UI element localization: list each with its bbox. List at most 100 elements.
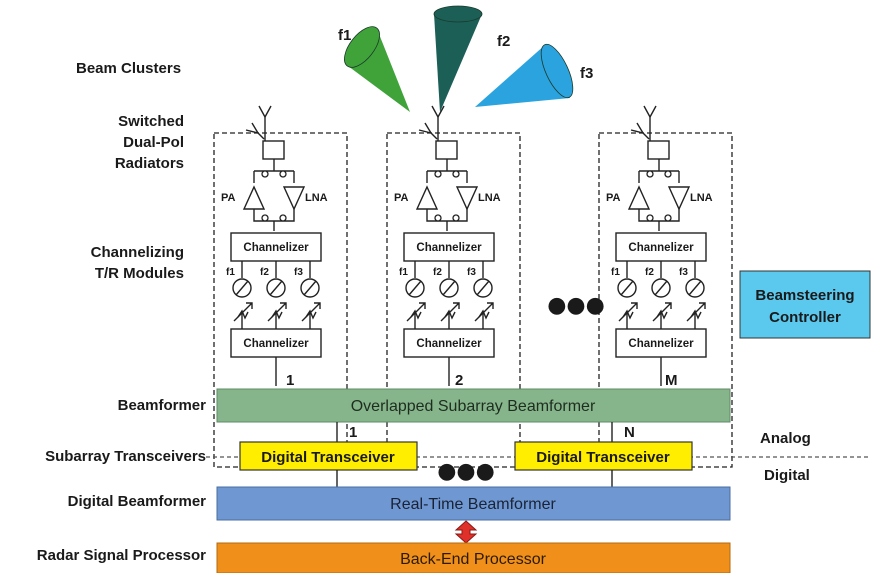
label-tr-modules-line2: T/R Modules [95, 265, 184, 282]
tr-module-1: PA LNA Channelizer f1 f2 f3 Channelizer [213, 105, 348, 468]
beamformer-to-transceiver-wires [336, 422, 613, 442]
pol-switch-box [435, 140, 458, 160]
channelizer-top-label: Channelizer [628, 242, 694, 254]
channelizer-top-label: Channelizer [416, 242, 482, 254]
switch-node [664, 214, 672, 222]
label-tr-modules-line1: Channelizing [91, 244, 184, 261]
label-radiators-line3: Radiators [115, 155, 184, 172]
module-index-1: 1 [286, 372, 294, 389]
switch-node [279, 170, 287, 178]
channelizer-top [615, 232, 707, 262]
pa-amplifier-icon [627, 185, 651, 210]
phase-shifter-f3-icon [300, 278, 320, 298]
digital-transceiver-n-label: Digital Transceiver [536, 449, 670, 466]
lna-label: LNA [478, 192, 501, 204]
beam-f3 [475, 43, 574, 107]
dual-pol-antenna-icon [418, 105, 447, 146]
tr-split-wire [253, 159, 295, 183]
phase-shifter-f3-icon [685, 278, 705, 298]
variable-attenuator-icons [233, 302, 321, 322]
switch-node [664, 170, 672, 178]
dual-pol-antenna-icon [245, 105, 274, 146]
beamsteering-controller-line1: Beamsteering [755, 287, 854, 304]
channelizer-top [230, 232, 322, 262]
beamsteering-controller-line2: Controller [769, 309, 841, 326]
channel-f2-label: f2 [645, 267, 654, 278]
switch-node [452, 214, 460, 222]
phase-shifter-f3-icon [473, 278, 493, 298]
lna-amplifier-icon [455, 186, 479, 211]
tr-merge-wire [253, 209, 295, 231]
phase-shifter-f2-icon [266, 278, 286, 298]
beam-f1-cone-end [344, 26, 380, 68]
switch-node [279, 214, 287, 222]
pa-amplifier-icon [415, 185, 439, 210]
pol-switch-box [647, 140, 670, 160]
digital-transceiver-1-label: Digital Transceiver [261, 449, 395, 466]
label-radar-signal-processor: Radar Signal Processor [37, 547, 206, 564]
pa-label: PA [606, 192, 621, 204]
transceiver-index-1: 1 [349, 424, 357, 441]
transceiver-index-n: N [624, 424, 635, 441]
beam-f2 [433, 5, 483, 112]
variable-attenuator-icons [618, 302, 706, 322]
label-beam-clusters: Beam Clusters [76, 60, 181, 77]
module-index-2: 2 [455, 372, 463, 389]
module-boundary [213, 132, 348, 468]
channel-wires [414, 261, 484, 329]
channelizer-top-label: Channelizer [243, 242, 309, 254]
label-radiators-line1: Switched [118, 113, 184, 130]
pa-amplifier-icon [242, 185, 266, 210]
beam-f2-label: f2 [497, 33, 510, 50]
lna-label: LNA [690, 192, 713, 204]
phase-shifter-f1-icon [405, 278, 425, 298]
lna-amplifier-icon [667, 186, 691, 211]
channelizer-bottom-label: Channelizer [243, 338, 309, 350]
tr-module-2: PA LNA Channelizer f1 f2 f3 Channelizer [386, 105, 521, 468]
transceiver-to-beamformer-wires [336, 470, 613, 488]
label-digital-beamformer: Digital Beamformer [68, 493, 207, 510]
lna-label: LNA [305, 192, 328, 204]
switch-node [452, 170, 460, 178]
module-boundary [598, 132, 733, 468]
back-end-processor-label: Back-End Processor [400, 551, 547, 568]
channel-wires [626, 261, 696, 329]
pol-switch-box [262, 140, 285, 160]
tr-split-wire [426, 159, 468, 183]
channel-f3-label: f3 [294, 267, 303, 278]
tr-module-m: PA LNA Channelizer f1 f2 f3 Channelizer [598, 105, 733, 468]
real-time-beamformer [216, 486, 731, 521]
switch-node [646, 170, 654, 178]
module-ellipsis: ●●● [547, 293, 605, 318]
variable-attenuator-icons [406, 302, 494, 322]
bidirectional-arrow-icon [454, 520, 478, 544]
module-boundary [386, 132, 521, 468]
transceiver-ellipsis: ●●● [437, 459, 495, 484]
beam-f1 [344, 26, 410, 112]
channel-f1-label: f1 [611, 267, 620, 278]
phase-shifter-f2-icon [651, 278, 671, 298]
tr-split-wire [638, 159, 680, 183]
dual-pol-antenna-icon [630, 105, 659, 146]
beamsteering-controller [739, 270, 871, 339]
channel-f3-label: f3 [679, 267, 688, 278]
pa-label: PA [221, 192, 236, 204]
channel-f1-label: f1 [226, 267, 235, 278]
phase-shifter-f1-icon [232, 278, 252, 298]
channel-wires [241, 261, 311, 329]
channelizer-bottom [403, 328, 495, 358]
module-index-m: M [665, 372, 678, 389]
digital-transceiver-1 [239, 441, 418, 471]
label-subarray-transceivers: Subarray Transceivers [45, 448, 206, 465]
pa-label: PA [394, 192, 409, 204]
channelizer-bottom-label: Channelizer [416, 338, 482, 350]
phase-shifter-f2-icon [439, 278, 459, 298]
channel-f3-label: f3 [467, 267, 476, 278]
label-radiators-line2: Dual-Pol [123, 134, 184, 151]
switch-node [646, 214, 654, 222]
beam-f3-cone-end [540, 43, 574, 99]
overlapped-subarray-beamformer [216, 388, 731, 423]
switch-node [261, 170, 269, 178]
channelizer-top [403, 232, 495, 262]
